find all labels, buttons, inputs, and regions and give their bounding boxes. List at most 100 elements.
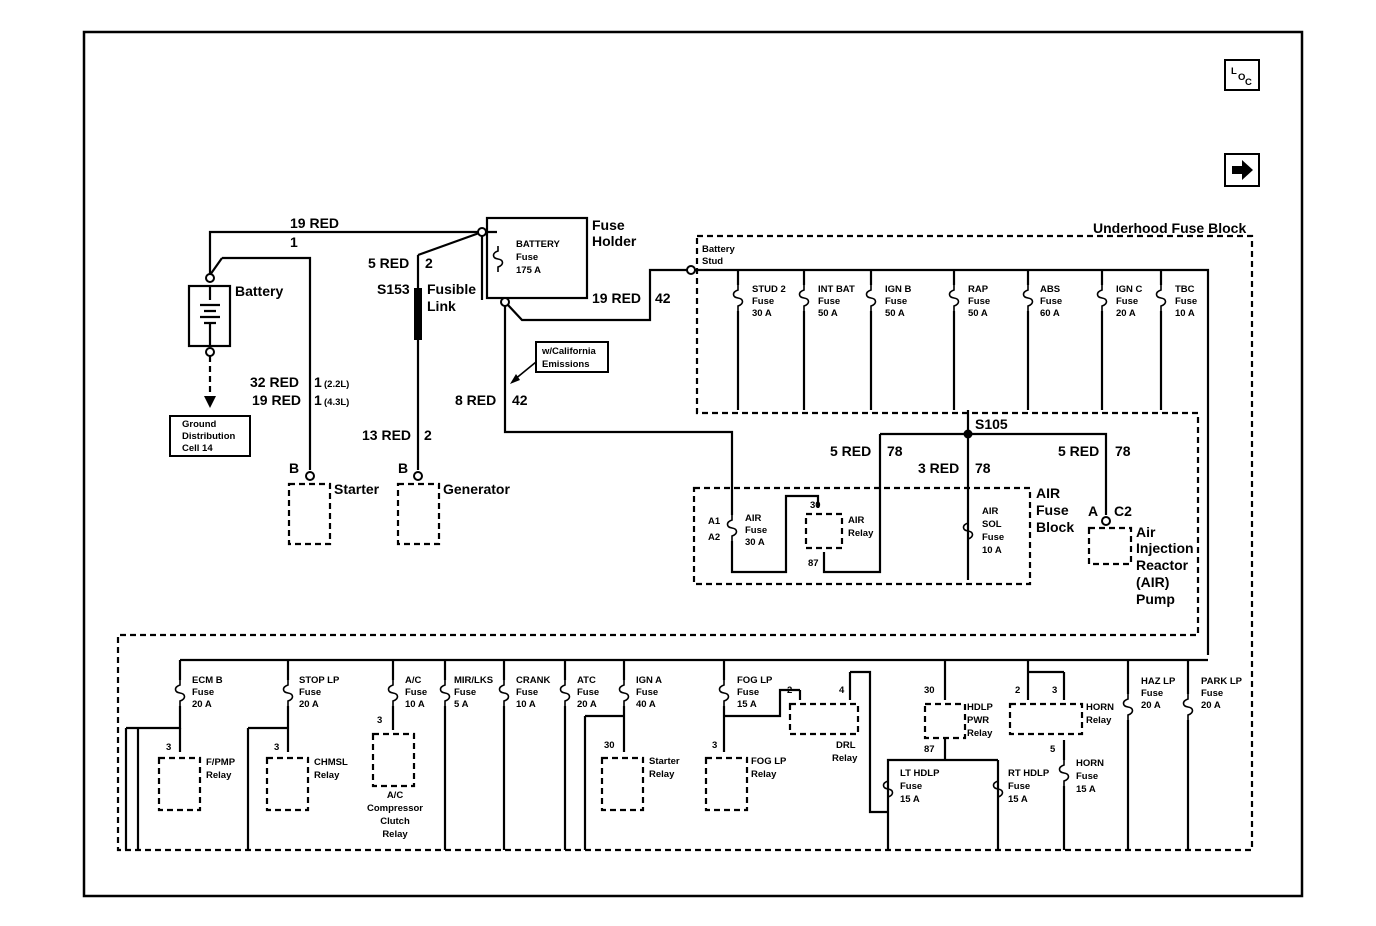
wire-pin-2: 2 xyxy=(425,255,433,271)
park-lp-fuse-symbol xyxy=(1182,693,1194,721)
svg-text:3: 3 xyxy=(1052,685,1057,696)
splice-s105: S105 xyxy=(975,416,1008,432)
air-block-label-3: Block xyxy=(1036,519,1074,535)
svg-text:Fuse: Fuse xyxy=(299,687,321,698)
air-pump-label-1: Air xyxy=(1136,524,1156,540)
svg-text:10 A: 10 A xyxy=(516,699,536,710)
engine-4-3l: (4.3L) xyxy=(324,397,349,408)
mir-lks-fuse-symbol xyxy=(439,679,451,707)
svg-text:ABS: ABS xyxy=(1040,284,1060,295)
underhood-title: Underhood Fuse Block xyxy=(1093,220,1246,236)
svg-text:PARK LP: PARK LP xyxy=(1201,676,1243,687)
engine-2-2l: (2.2L) xyxy=(324,379,349,390)
wire-pin-1b: 1 xyxy=(314,392,322,408)
svg-text:TBC: TBC xyxy=(1175,284,1195,295)
fusible-link-symbol xyxy=(414,288,422,340)
svg-text:Relay: Relay xyxy=(832,753,858,764)
svg-text:FOG LP: FOG LP xyxy=(737,675,773,686)
air-relay-box xyxy=(804,512,844,550)
svg-text:Relay: Relay xyxy=(649,769,675,780)
note-line-1: w/California xyxy=(541,346,597,357)
ac-fuse-symbol xyxy=(387,679,399,707)
air-fuse-name: AIR xyxy=(745,513,762,524)
location-button[interactable]: L O C xyxy=(1224,59,1260,91)
svg-text:INT BAT: INT BAT xyxy=(818,284,855,295)
svg-text:Relay: Relay xyxy=(314,770,340,781)
svg-text:Fuse: Fuse xyxy=(192,687,214,698)
fog-lp-relay-box xyxy=(704,756,749,812)
battery-fuse-word: Fuse xyxy=(516,252,538,263)
drl-relay-box xyxy=(788,702,860,736)
haz-lp-fuse-symbol xyxy=(1122,693,1134,721)
svg-text:10 A: 10 A xyxy=(1175,308,1195,319)
svg-text:Fuse: Fuse xyxy=(516,687,538,698)
location-letter-l: L xyxy=(1231,66,1237,77)
svg-text:ATC: ATC xyxy=(577,675,596,686)
svg-text:50 A: 50 A xyxy=(968,308,988,319)
svg-text:HORN: HORN xyxy=(1086,702,1114,713)
svg-text:Fuse: Fuse xyxy=(577,687,599,698)
starter-relay-box xyxy=(600,756,645,812)
wire-pin-2b: 2 xyxy=(424,427,432,443)
svg-text:20 A: 20 A xyxy=(192,699,212,710)
ign-a-fuse-symbol xyxy=(618,679,630,707)
location-letter-c: C xyxy=(1245,77,1252,88)
stop-lp-fuse-symbol xyxy=(282,679,294,707)
air-relay-name: AIR xyxy=(848,515,865,526)
svg-text:HDLP: HDLP xyxy=(967,702,994,713)
generator-label: Generator xyxy=(443,481,510,497)
battery-fuse-symbol xyxy=(492,245,504,273)
svg-text:Fuse: Fuse xyxy=(405,687,427,698)
svg-text:5 A: 5 A xyxy=(454,699,469,710)
horn-relay-box xyxy=(1008,702,1084,736)
wire-pin-42: 42 xyxy=(655,290,671,306)
svg-text:30: 30 xyxy=(604,740,615,751)
wire-pin-78b: 78 xyxy=(975,460,991,476)
air-pump-label-4: (AIR) xyxy=(1136,574,1169,590)
svg-text:40 A: 40 A xyxy=(636,699,656,710)
svg-text:F/PMP: F/PMP xyxy=(206,757,236,768)
starter-box xyxy=(287,482,332,546)
wire-label-3-red: 3 RED xyxy=(918,460,959,476)
svg-text:A/C: A/C xyxy=(387,790,404,801)
next-page-button[interactable] xyxy=(1224,153,1260,187)
starter-label: Starter xyxy=(334,481,380,497)
svg-text:MIR/LKS: MIR/LKS xyxy=(454,675,493,686)
svg-text:Fuse: Fuse xyxy=(737,687,759,698)
svg-text:3: 3 xyxy=(712,740,717,751)
svg-text:30: 30 xyxy=(924,685,935,696)
splice-s153: S153 xyxy=(377,281,410,297)
ac-relay-box xyxy=(371,732,416,788)
svg-text:RT HDLP: RT HDLP xyxy=(1008,768,1050,779)
air-relay-pin-30: 30 xyxy=(810,500,821,511)
location-letter-o: O xyxy=(1238,72,1245,83)
air-sol-fuse-1: AIR xyxy=(982,506,999,517)
air-pump-box xyxy=(1087,526,1133,566)
note-line-2: Emissions xyxy=(542,359,590,370)
air-pump-conn-c2: C2 xyxy=(1114,503,1132,519)
lt-hdlp-fuse-symbol xyxy=(882,775,894,803)
svg-text:2: 2 xyxy=(787,685,792,696)
svg-text:50 A: 50 A xyxy=(885,308,905,319)
svg-text:Relay: Relay xyxy=(1086,715,1112,726)
svg-text:STUD 2: STUD 2 xyxy=(752,284,786,295)
svg-text:IGN C: IGN C xyxy=(1116,284,1143,295)
ground-line-3: Cell 14 xyxy=(182,443,213,454)
svg-text:3: 3 xyxy=(166,742,171,753)
ground-line-2: Distribution xyxy=(182,431,235,442)
battery-stud-label-2: Stud xyxy=(702,256,723,267)
chmsl-relay-box xyxy=(265,756,310,812)
air-pump-label-2: Injection xyxy=(1136,540,1194,556)
svg-text:LT HDLP: LT HDLP xyxy=(900,768,940,779)
wire-pin-1a: 1 xyxy=(314,374,322,390)
pin-a2: A2 xyxy=(708,532,720,543)
svg-text:Fuse: Fuse xyxy=(1141,688,1163,699)
ground-distribution-box xyxy=(169,415,251,457)
hdlp-pwr-relay-box xyxy=(923,702,967,740)
underhood-fuse-block-outline xyxy=(116,234,1254,852)
